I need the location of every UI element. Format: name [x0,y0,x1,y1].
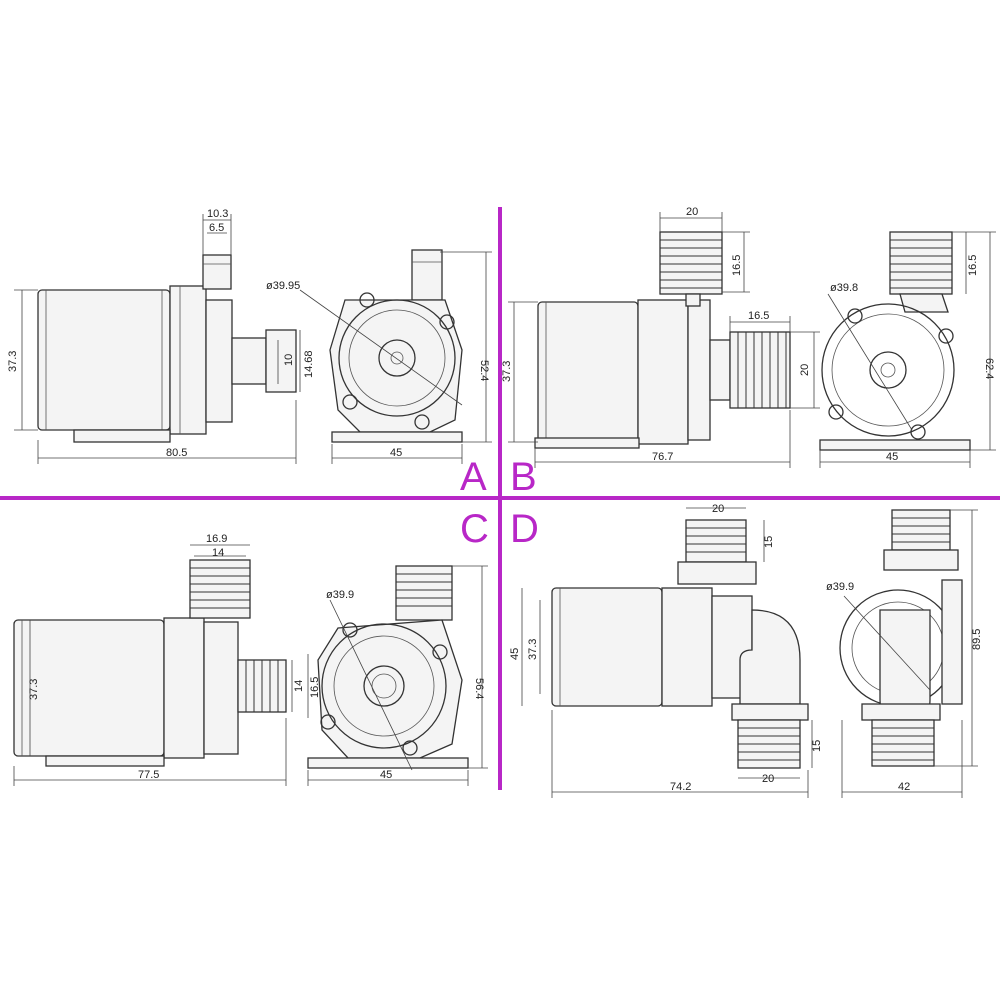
dim-c-outlet-inner: 14 [212,547,224,559]
dim-b-body-height: 37.3 [501,361,513,382]
pump-d-front-view: ø39.9 89.5 42 [826,509,983,798]
dim-a-diameter: ø39.95 [266,280,300,292]
dim-b-front-width: 45 [886,451,898,463]
dim-a-outlet-inner: 6.5 [209,222,224,234]
dim-c-body-height: 37.3 [28,679,40,700]
quadrant-label-c: C [460,507,489,551]
dim-d-top-thread: 15 [763,536,775,548]
dim-d-front-height: 89.5 [971,629,983,650]
quadrant-d: 20 15 45 37.3 15 74.2 20 [509,503,983,798]
quadrant-label-a: A [460,455,487,499]
dim-a-total-length: 80.5 [166,447,187,459]
dim-b-inlet-length: 16.5 [748,310,769,322]
pump-b-front-view: ø39.8 16.5 62.4 45 [819,231,996,468]
dim-b-front-height: 62.4 [983,358,995,379]
dim-c-diameter: ø39.9 [326,589,354,601]
pump-b-side-view: 20 16.5 37.3 16.5 20 76.7 [501,206,820,468]
dim-c-inlet-outer: 16.5 [309,677,321,698]
dim-a-body-height: 37.3 [7,351,19,372]
dim-a-front-width: 45 [390,447,402,459]
dim-d-top-width: 20 [712,503,724,515]
dim-c-outlet-outer: 16.9 [206,533,227,545]
quadrant-label-d: D [510,507,539,551]
pump-a-side-view: 10.3 6.5 37.3 10 14.68 80.5 [7,208,315,464]
dim-a-inlet-outer: 14.68 [303,350,315,378]
quadrant-c: 16.9 14 37.3 14 16.5 77.5 [13,533,488,786]
quadrant-b: 20 16.5 37.3 16.5 20 76.7 [501,206,996,468]
dim-d-body-height: 37.3 [527,639,539,660]
dim-c-inlet-inner: 14 [293,680,305,692]
dim-b-outlet-width: 20 [686,206,698,218]
dim-d-front-width: 42 [898,781,910,793]
dim-c-total-length: 77.5 [138,769,159,781]
dim-a-front-height: 52.4 [478,360,490,381]
quadrant-label-b: B [510,455,537,499]
dim-c-front-height: 56.4 [473,678,485,699]
pump-c-front-view: ø39.9 56.4 45 [307,565,488,786]
dim-d-bottom-width: 20 [762,773,774,785]
quadrant-a: 10.3 6.5 37.3 10 14.68 80.5 [7,208,492,464]
dim-b-diameter: ø39.8 [830,282,858,294]
dim-d-body-outer: 45 [509,648,521,660]
pump-d-side-view: 20 15 45 37.3 15 74.2 20 [509,503,823,798]
dim-c-front-width: 45 [380,769,392,781]
dim-b-front-thread: 16.5 [967,255,979,276]
dim-a-inlet-inner: 10 [283,354,295,366]
dim-b-total-length: 76.7 [652,451,673,463]
dim-d-diameter: ø39.9 [826,581,854,593]
dim-a-outlet-outer: 10.3 [207,208,228,220]
pump-a-front-view: ø39.95 52.4 45 [266,249,492,464]
pump-c-side-view: 16.9 14 37.3 14 16.5 77.5 [13,533,321,786]
dim-d-bottom-thread: 15 [811,740,823,752]
dim-b-outlet-height: 16.5 [731,255,743,276]
dim-d-total-length: 74.2 [670,781,691,793]
dim-b-inlet-diameter: 20 [799,364,811,376]
